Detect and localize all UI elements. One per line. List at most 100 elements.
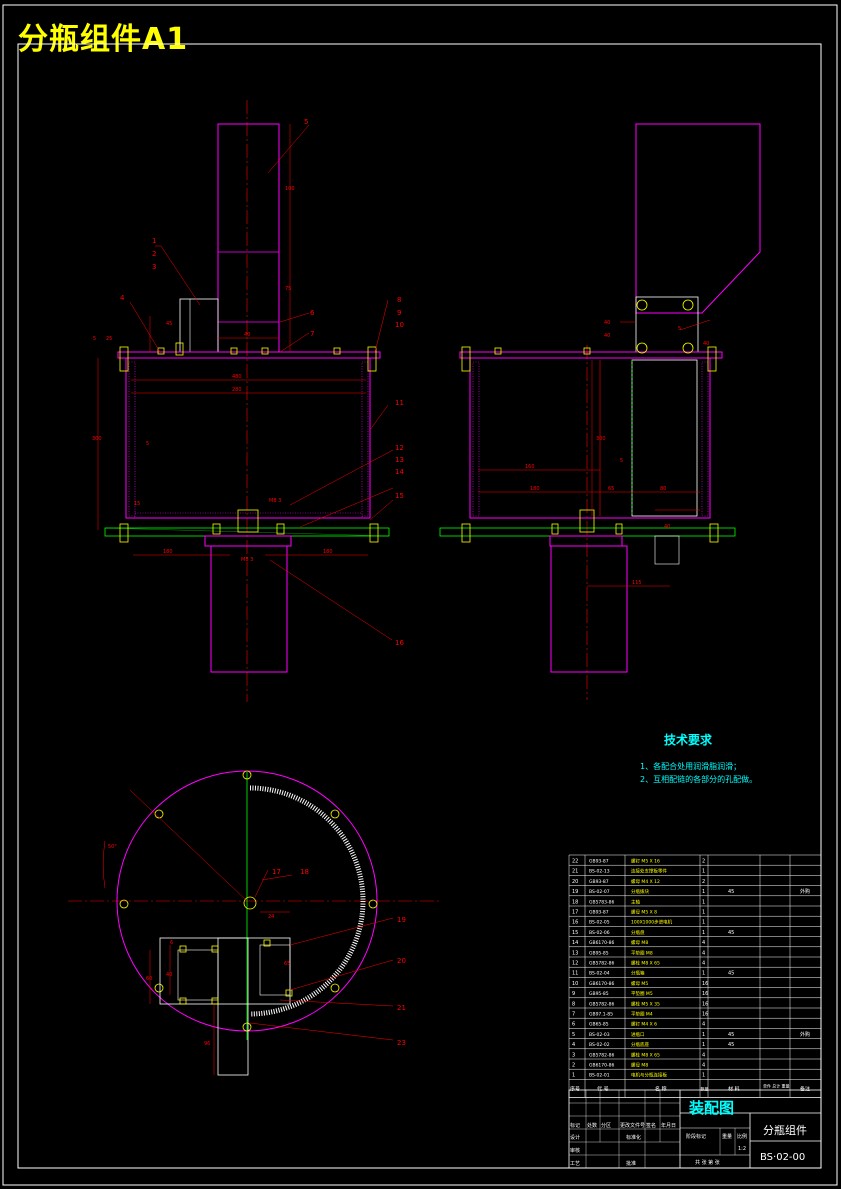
bom-row-material: 45: [728, 930, 734, 936]
bom-row-code: GB6170-86: [589, 940, 615, 946]
tb-label: 重量: [722, 1133, 732, 1140]
dim: 180: [323, 549, 333, 555]
side-view: 40 40 40 5 160 300 180 65 80 5 115 40: [439, 123, 761, 700]
dim: 300: [92, 436, 102, 442]
balloon-1: 1: [152, 237, 156, 245]
bom-row-code: GB97.1-85: [589, 1012, 613, 1018]
bom-row-no: 3: [572, 1052, 575, 1058]
bom-row-material: 45: [728, 1042, 734, 1048]
dim: 45: [166, 321, 172, 327]
tb-label: 签名: [646, 1122, 656, 1129]
bom-row-no: 5: [572, 1032, 575, 1038]
tech-requirements-title: 技术要求: [664, 733, 713, 747]
bom-row-qty: 1: [702, 1032, 705, 1038]
bom-row-qty: 1: [702, 971, 705, 977]
dim: 5: [146, 441, 149, 447]
bom-row-no: 2: [572, 1063, 575, 1069]
dim: 280: [232, 387, 242, 393]
tb-label: 年月日: [661, 1122, 676, 1129]
bom-header: 代 号: [597, 1085, 609, 1092]
dim: 300: [596, 436, 606, 442]
balloon-17: 17: [272, 868, 281, 876]
balloon-5: 5: [304, 118, 308, 126]
bom-row-qty: 2: [702, 879, 705, 885]
tech-requirement-2: 2、互相配链的各部分的孔配做。: [640, 775, 758, 784]
bom-row-qty: 16: [702, 991, 708, 997]
bom-row-no: 10: [572, 981, 578, 987]
bom-row-no: 20: [572, 879, 578, 885]
bom-row-qty: 16: [702, 1012, 708, 1018]
bom-row-material: 45: [728, 971, 734, 977]
side-box: [469, 357, 711, 519]
tb-label: 批准: [626, 1160, 636, 1167]
dim: 6: [170, 940, 173, 946]
dim: 75: [285, 286, 291, 292]
tb-label: 共 张 第 张: [695, 1159, 720, 1166]
dim: 65: [608, 486, 614, 492]
inner-frame: [17, 43, 822, 1169]
bom-row-qty: 16: [702, 981, 708, 987]
dim: 5: [93, 336, 96, 342]
bom-row-name: 电机与分瓶连接板: [631, 1072, 667, 1079]
bom-row-qty: 1: [702, 1042, 705, 1048]
balloon-16: 16: [395, 639, 404, 647]
dim: 25: [106, 336, 112, 342]
bom-row-qty: 1: [702, 910, 705, 916]
bom-row-no: 8: [572, 1001, 575, 1007]
bom-row-no: 16: [572, 920, 578, 926]
tb-label: 工艺: [570, 1161, 580, 1167]
bom-row-qty: 1: [702, 889, 705, 895]
bom-row-code: GB93-87: [589, 879, 609, 885]
bom-row-name: 螺母 M8: [631, 939, 648, 946]
front-top-plate: [117, 351, 381, 359]
bom-row-no: 12: [572, 961, 578, 967]
dim: 60: [146, 976, 152, 982]
balloon-7: 7: [310, 330, 314, 338]
bom-row-code: GB5782-86: [589, 1052, 615, 1058]
bom-row-code: BS-02-03: [589, 1032, 610, 1038]
front-motor: [210, 545, 288, 673]
bom-row-qty: 2: [702, 859, 705, 865]
bom-row-name: 平垫圈 M4: [631, 1011, 653, 1018]
bom-row-code: GB6170-86: [589, 981, 615, 987]
dim: 50°: [108, 844, 117, 850]
bom-row-name: 螺母 M8: [631, 1062, 648, 1069]
bom-row-no: 21: [572, 869, 578, 875]
front-motor-flange: [204, 535, 292, 547]
dim: 96: [204, 1041, 210, 1047]
bom-row-no: 13: [572, 950, 578, 956]
bom-row-qty: 16: [702, 1001, 708, 1007]
bom-row-name: 100X1000步进电机: [631, 919, 673, 926]
dim: 15: [134, 501, 140, 507]
bom-row-name: 螺母 M5: [631, 980, 648, 987]
dim: M8 3: [241, 557, 253, 563]
dim: 115: [632, 580, 642, 586]
tb-label: 处数: [587, 1122, 597, 1129]
bom-row-name: 平垫圈 M5: [631, 990, 653, 997]
bom-row-code: GB5783-86: [589, 899, 615, 905]
drawing-title: 分瓶组件A1: [18, 22, 189, 57]
bom-row-code: GB5782-86: [589, 1001, 615, 1007]
bom-row-code: BS-02-04: [589, 971, 610, 977]
bom-row-name: 螺钉 M4 X 6: [631, 1021, 657, 1028]
bom-row-no: 1: [572, 1073, 575, 1079]
balloon-11: 11: [395, 399, 404, 407]
bom-header: 名 称: [655, 1085, 667, 1092]
top-hatched-wall: [249, 785, 366, 1017]
bom-row-name: 分瓶箱: [631, 970, 645, 977]
tb-label: 标准化: [626, 1134, 641, 1141]
bom-row-name: 分瓶拨块: [631, 888, 649, 895]
bom-row-name: 进瓶口: [631, 1031, 645, 1038]
bom-row-material: 45: [728, 1032, 734, 1038]
balloon-15: 15: [395, 492, 404, 500]
bom-row-note: 外购: [800, 888, 810, 895]
bom-row-no: 17: [572, 910, 578, 916]
side-top-plate: [459, 351, 723, 359]
balloon-6: 6: [310, 309, 315, 317]
title-block: 装配图 分瓶组件 BS·02-00 标记 处数 分区 更改文件号 签名 年月日 …: [568, 1089, 822, 1169]
bom-row-name: 螺母 M5 X 8: [631, 909, 657, 916]
balloon-2: 2: [152, 250, 156, 258]
bom-row-code: BS-02-13: [589, 869, 610, 875]
bom-row-name: 螺母 M4 X 12: [631, 878, 660, 885]
